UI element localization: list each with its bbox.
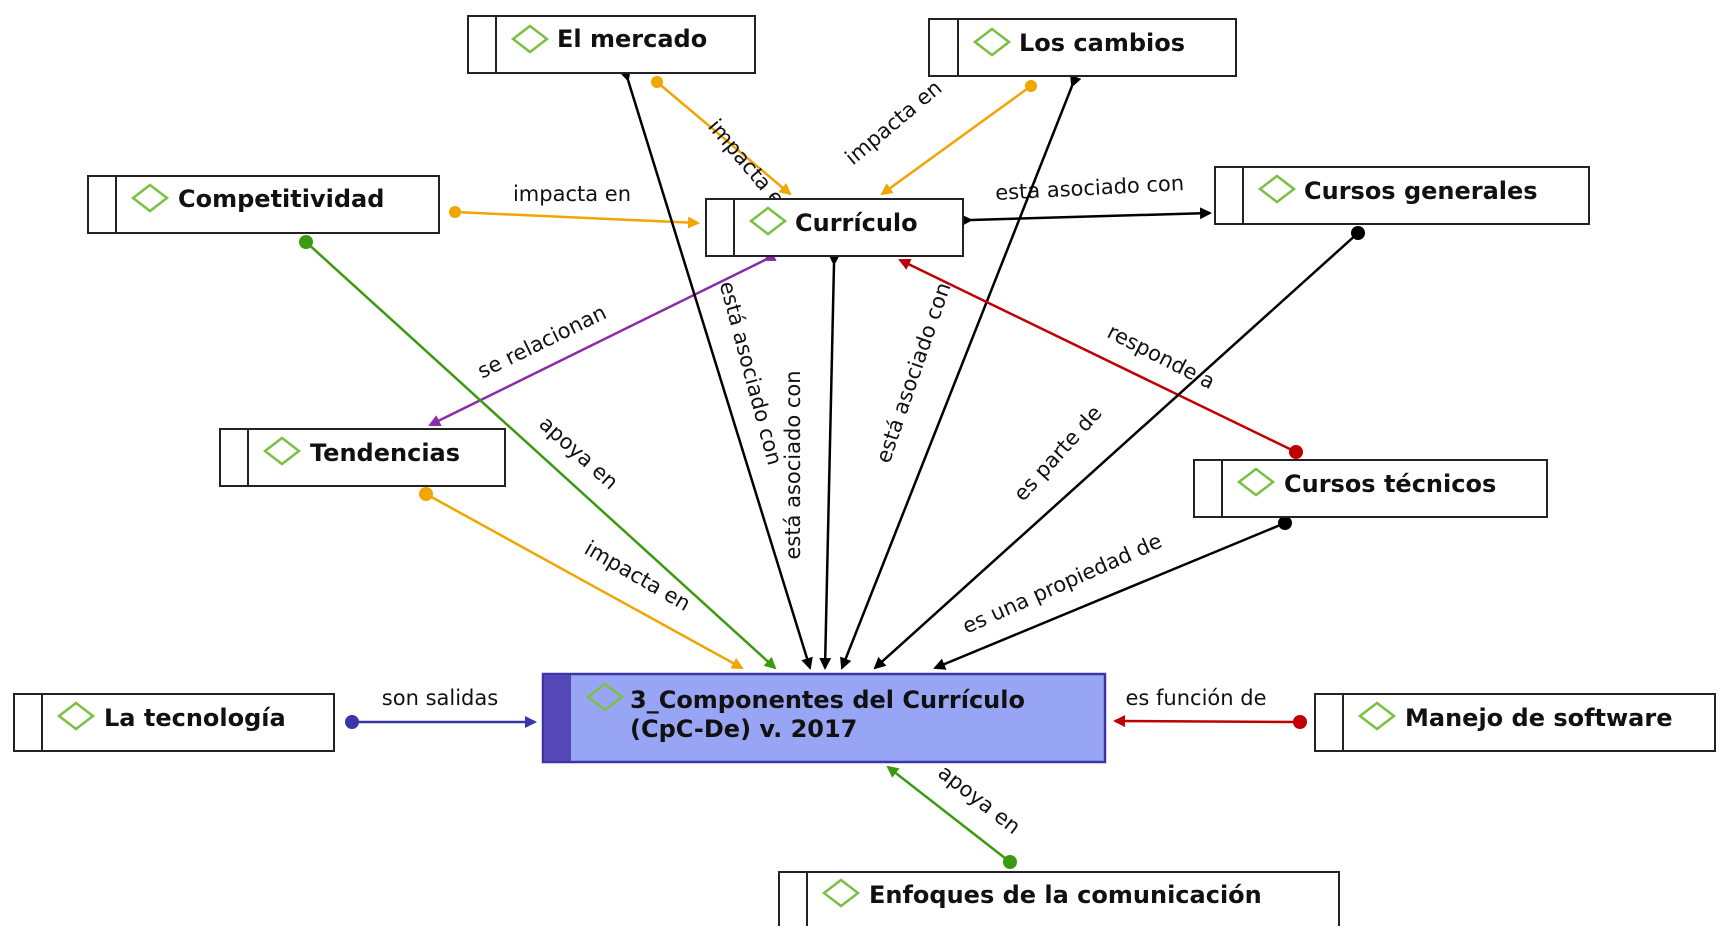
edge-cursos-tecnicos-curriculo[interactable]: responde a <box>898 258 1303 459</box>
edge-competitividad-curriculo[interactable]: impacta en <box>449 182 700 229</box>
edge-cursos-tecnicos-central[interactable]: es una propiedad de <box>933 516 1292 670</box>
node-enfoques-comunicacion[interactable]: Enfoques de la comunicación <box>778 871 1340 930</box>
node-la-tecnologia[interactable]: La tecnología <box>13 693 335 752</box>
node-curriculo[interactable]: Currículo <box>705 198 964 257</box>
diamond-icon <box>821 878 861 908</box>
edge-label: está asociado con <box>871 279 955 466</box>
node-los-cambios[interactable]: Los cambios <box>928 18 1237 77</box>
edge-tecnologia-central[interactable]: son salidas <box>345 686 537 729</box>
edge-label: impacta en <box>513 182 631 206</box>
node-label: Tendencias <box>310 439 460 467</box>
edge-tendencias-central[interactable]: impacta en <box>419 487 744 670</box>
node-label: Currículo <box>795 209 918 237</box>
node-manejo-de-software[interactable]: Manejo de software <box>1314 693 1716 752</box>
node-componentes-curriculo[interactable]: 3_Componentes del Currículo (CpC-De) v. … <box>541 672 1107 764</box>
node-label: Enfoques de la comunicación <box>869 881 1262 909</box>
edge-curriculo-central[interactable]: está asociado con <box>781 253 841 670</box>
node-label: Cursos generales <box>1304 177 1538 205</box>
node-tendencias[interactable]: Tendencias <box>219 428 506 487</box>
edge-enfoques-central[interactable]: apoya en <box>886 760 1025 869</box>
node-label: Los cambios <box>1019 29 1185 57</box>
diamond-icon <box>262 436 302 466</box>
edge-manejo-central[interactable]: es función de <box>1113 686 1307 729</box>
edge-label: es parte de <box>1009 401 1107 506</box>
diamond-icon <box>1257 174 1297 204</box>
edge-label: son salidas <box>382 686 498 710</box>
edge-label: es una propiedad de <box>959 529 1166 639</box>
node-cursos-tecnicos[interactable]: Cursos técnicos <box>1193 459 1548 518</box>
central-label-line2: (CpC-De) v. 2017 <box>630 715 857 743</box>
node-label: El mercado <box>557 25 707 53</box>
node-el-mercado[interactable]: El mercado <box>467 15 756 74</box>
node-cursos-generales[interactable]: Cursos generales <box>1214 166 1590 225</box>
diamond-icon <box>585 682 625 712</box>
node-label: Cursos técnicos <box>1284 470 1496 498</box>
node-competitividad[interactable]: Competitividad <box>87 175 440 234</box>
diamond-icon <box>1236 467 1276 497</box>
edge-label: impacta en <box>841 76 947 170</box>
diamond-icon <box>748 206 788 236</box>
diamond-icon <box>1357 701 1397 731</box>
edge-label: apoya en <box>535 411 623 494</box>
node-label: La tecnología <box>104 704 286 732</box>
diamond-icon <box>130 183 170 213</box>
edge-label: está asociado con <box>995 171 1185 205</box>
edge-cambios-curriculo[interactable]: impacta en <box>841 76 1037 196</box>
node-label: Manejo de software <box>1405 704 1673 732</box>
edge-label: está asociado con <box>715 279 787 468</box>
diamond-icon <box>56 701 96 731</box>
edge-label: es función de <box>1125 686 1266 710</box>
edge-label: apoya en <box>934 760 1025 839</box>
edge-curriculo-cursos-generales[interactable]: está asociado con <box>960 171 1212 227</box>
diamond-icon <box>972 27 1012 57</box>
diamond-icon <box>510 24 550 54</box>
edge-label: impacta en <box>580 536 694 616</box>
edge-label: está asociado con <box>781 370 805 559</box>
edge-label: responde a <box>1103 319 1218 394</box>
central-label-line1: 3_Componentes del Currículo <box>630 686 1025 714</box>
node-label: Competitividad <box>178 185 384 213</box>
